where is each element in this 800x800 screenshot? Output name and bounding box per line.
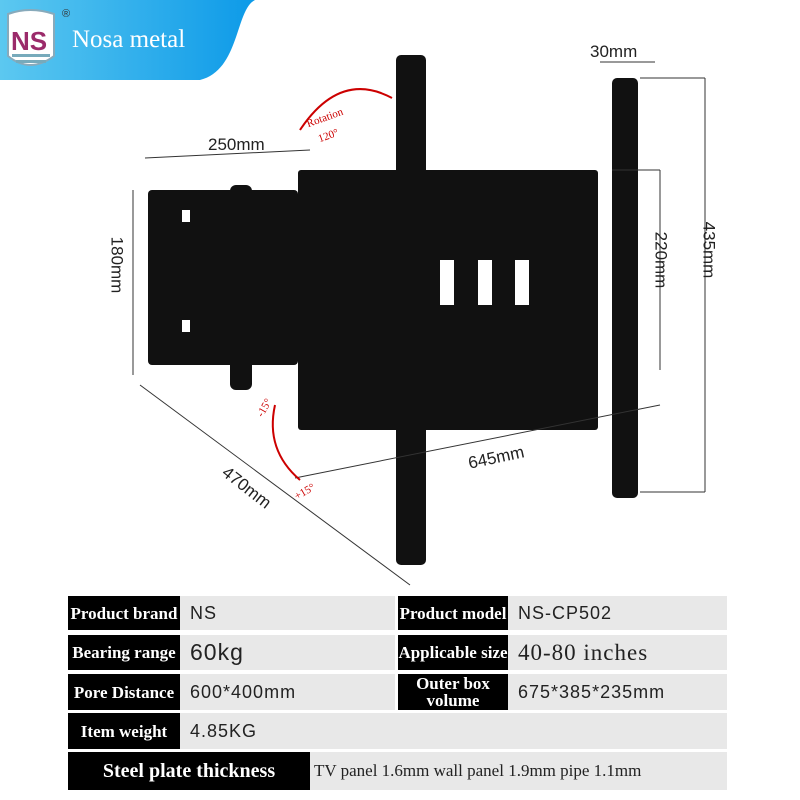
spec-value-bearing: 60kg xyxy=(180,635,395,670)
tv-mount-illustration xyxy=(132,55,706,586)
dim-inner-height: 220mm xyxy=(651,231,671,289)
spec-label-steel: Steel plate thickness xyxy=(68,752,310,790)
spec-label-brand: Product brand xyxy=(68,596,180,630)
spec-label-box: Outer box volume xyxy=(398,674,508,710)
spec-value-steel: TV panel 1.6mm wall panel 1.9mm pipe 1.1… xyxy=(310,752,727,790)
left-rail xyxy=(396,55,426,565)
spec-label-model: Product model xyxy=(398,596,508,630)
spec-label-bearing: Bearing range xyxy=(68,635,180,670)
registered-mark: ® xyxy=(62,8,71,20)
brand-banner: NS xyxy=(0,0,255,80)
spec-label-weight: Item weight xyxy=(68,713,180,749)
ns-logo-icon: NS xyxy=(7,9,55,66)
dim-arm-length: 250mm xyxy=(208,135,265,154)
spec-value-model: NS-CP502 xyxy=(508,596,727,630)
dim-height-left: 180mm xyxy=(107,236,127,294)
spec-value-brand: NS xyxy=(180,596,395,630)
spec-value-box: 675*385*235mm xyxy=(508,674,727,710)
spec-label-size: Applicable size xyxy=(398,635,508,670)
brand-name: Nosa metal xyxy=(72,26,186,53)
dim-top-width: 30mm xyxy=(590,42,638,61)
spec-value-size: 40-80 inches xyxy=(508,635,727,670)
svg-text:NS: NS xyxy=(11,26,47,56)
right-rail xyxy=(612,78,638,498)
dim-total-height: 435mm xyxy=(699,221,719,279)
spec-value-pore: 600*400mm xyxy=(180,674,395,710)
spec-value-weight: 4.85KG xyxy=(180,713,727,749)
spec-label-pore: Pore Distance xyxy=(68,674,180,710)
